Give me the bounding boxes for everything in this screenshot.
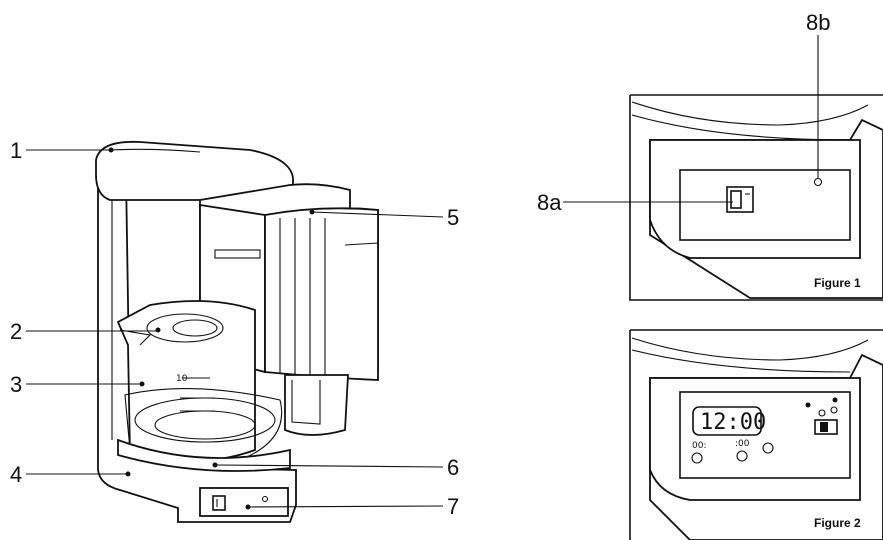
fig2-clock: 12:00 [700,410,766,435]
fig1-switch [726,186,754,213]
carafe-cup-mark: 10 [176,374,188,384]
fig1-indicator [813,177,823,187]
callout-6: 6 [447,455,459,480]
fig2-minute-button [736,450,748,462]
fig2-slide-switch [814,419,838,435]
callout-1: 1 [10,138,22,163]
control-panel [199,487,289,517]
callout-8a: 8a [537,190,562,215]
figure-2-panel: 12:00 00: :00 Figure 2 [629,329,883,540]
callout-4: 4 [10,462,22,487]
lid [95,140,294,201]
indicator-light [261,495,269,503]
callout-lines [26,149,444,508]
callout-3: 3 [10,372,22,397]
callout-5: 5 [447,205,459,230]
figure-2-label: Figure 2 [814,516,861,530]
fig2-button1-label: 00: [692,441,706,451]
callout-7: 7 [447,494,459,519]
fig2-lcd [692,406,762,436]
warming-plate [117,438,291,472]
fig2-timer-button [762,442,774,454]
callout-8b: 8b [806,10,830,35]
figure-1-label: Figure 1 [814,276,861,290]
callout-2: 2 [10,319,22,344]
fig2-button2-label: :00 [735,439,750,449]
on-off-switch [212,495,226,511]
fig2-hour-button [691,452,703,464]
figure-1-panel: Figure 1 [629,94,883,301]
coffee-maker-illustration: 10 [95,140,379,523]
